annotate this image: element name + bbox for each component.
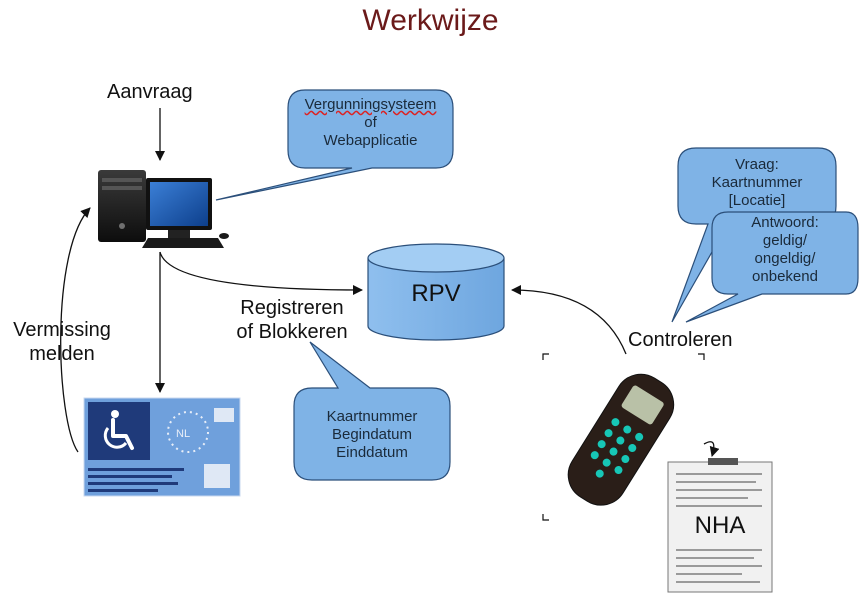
label-controleren: Controleren: [628, 329, 733, 351]
parking-card-icon: NL: [83, 397, 241, 497]
callout-vraag-text: Vraag: Kaartnummer [Locatie]: [678, 156, 836, 210]
arrow-scanner-to-rpv: [511, 285, 627, 355]
crop-marks: [542, 353, 705, 521]
handheld-scanner-icon: [567, 373, 675, 506]
connectors: [60, 108, 720, 457]
callout-vraag: [671, 147, 837, 323]
diagram-title: Werkwijze: [362, 4, 499, 37]
callout-antwoord: [685, 211, 859, 323]
callout-vergunning: [215, 89, 454, 201]
label-registreren: Registreren of Blokkeren: [222, 296, 362, 344]
callout-antwoord-line1: Antwoord:: [751, 214, 819, 231]
arrow-scanner-to-ticket: [703, 441, 720, 457]
ticket-document-icon: [667, 458, 773, 593]
callout-vergunning-line2: of: [364, 114, 377, 131]
callout-card-line3: Einddatum: [336, 444, 408, 461]
arrow-card-to-computer: [60, 207, 91, 453]
callout-vraag-line2: Kaartnummer: [711, 174, 803, 191]
wheelchair-icon: [103, 410, 134, 450]
callout-vergunning-line1: Vergunningsysteem: [304, 96, 437, 113]
label-vermissing-line2: melden: [29, 343, 95, 365]
label-vermissing-line1: Vermissing: [13, 319, 111, 341]
callout-vraag-line3: [Locatie]: [728, 192, 786, 209]
label-vermissing: Vermissing melden: [2, 318, 122, 366]
callout-vergunning-line3: Webapplicatie: [323, 132, 418, 149]
label-registreren-line2: of Blokkeren: [236, 321, 348, 343]
svg-text:NL: NL: [176, 428, 190, 440]
callout-vraag-line1: Vraag:: [735, 156, 779, 173]
database-cylinder-icon: [367, 243, 505, 341]
label-aanvraag: Aanvraag: [107, 81, 193, 103]
callout-antwoord-line2: geldig/: [762, 232, 808, 249]
desktop-computer-icon: [98, 170, 229, 248]
label-rpv: RPV: [411, 280, 461, 307]
callout-card-data-text: Kaartnummer Begindatum Einddatum: [294, 408, 450, 462]
callout-vergunning-text: Vergunningsysteem of Webapplicatie: [288, 96, 453, 150]
callout-antwoord-line3: ongeldig/: [754, 250, 816, 267]
callout-card-data: [293, 341, 451, 481]
arrow-computer-to-rpv: [159, 251, 363, 295]
callout-card-line2: Begindatum: [331, 426, 413, 443]
label-nha: NHA: [694, 512, 746, 539]
callout-antwoord-text: Antwoord: geldig/ ongeldig/ onbekend: [712, 214, 858, 286]
callout-antwoord-line4: onbekend: [752, 268, 818, 285]
label-registreren-line1: Registreren: [240, 297, 344, 319]
callout-card-line1: Kaartnummer: [326, 408, 418, 425]
